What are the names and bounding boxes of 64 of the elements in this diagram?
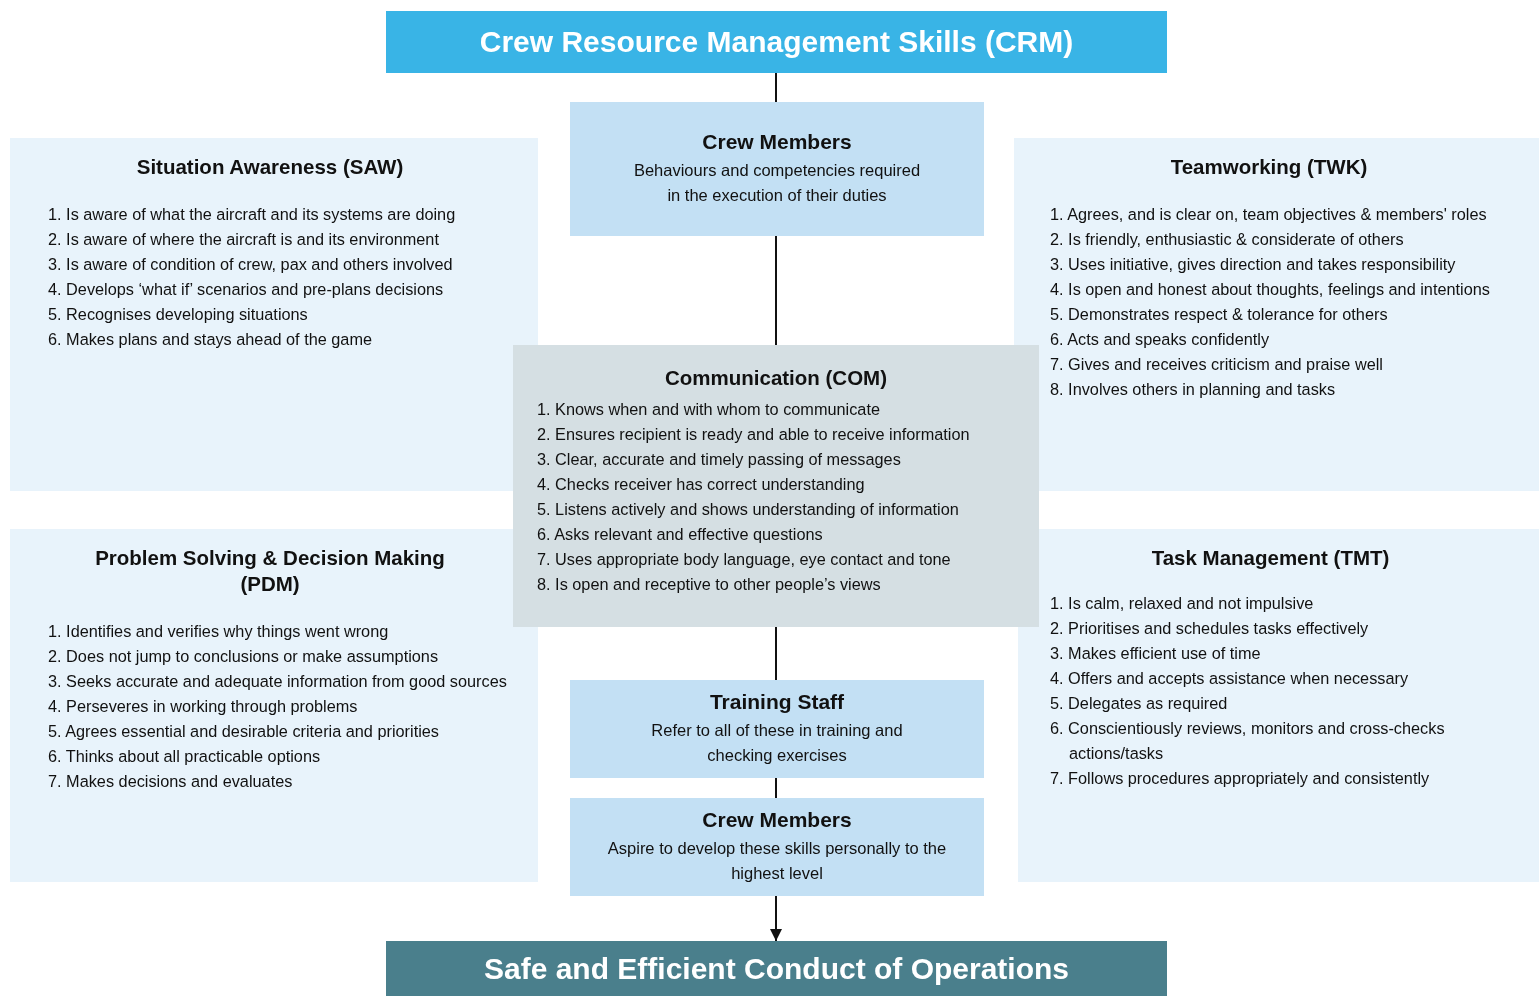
list-item: 4. Perseveres in working through problems — [48, 696, 359, 717]
skill-panel — [10, 138, 538, 491]
list-item: 3. Makes efficient use of time — [1050, 643, 1262, 664]
skill-panel — [1018, 529, 1539, 882]
list-item: 3. Is aware of condition of crew, pax and others involved — [48, 254, 454, 275]
skill-panel — [513, 345, 1039, 627]
box-heading: Training Staff — [709, 690, 845, 714]
connector-line — [775, 777, 777, 799]
box-description: Behaviours and competencies required in the execution of their duties — [632, 160, 922, 206]
banner-text: Crew Resource Management Skills (CRM) — [479, 25, 1074, 59]
arrow — [770, 895, 782, 942]
connector-line — [775, 235, 777, 346]
panel-heading: Situation Awareness (SAW) — [135, 154, 405, 180]
list-item: 3. Seeks accurate and adequate information from good sources — [48, 671, 508, 692]
list-item: 5. Listens actively and shows understanding of information — [537, 499, 960, 520]
list-item: 4. Is open and honest about thoughts, feelings and intentions — [1050, 279, 1491, 300]
list-item: 6. Thinks about all practicable options — [48, 746, 322, 767]
list-item: 5. Delegates as required — [1050, 693, 1229, 714]
skill-panel — [1014, 138, 1539, 491]
list-item: 6. Makes plans and stays ahead of the game — [48, 329, 374, 350]
list-item: 4. Checks receiver has correct understanding — [537, 474, 866, 495]
role-box — [570, 798, 984, 896]
panel-heading: Problem Solving & Decision Making (PDM) — [94, 545, 446, 597]
panel-heading: Teamworking (TWK) — [1169, 154, 1369, 180]
list-item: 7. Makes decisions and evaluates — [48, 771, 294, 792]
list-item: 3. Clear, accurate and timely passing of messages — [537, 449, 902, 470]
list-item: 6. Conscientiously reviews, monitors and cross-checks actions/tasks — [1050, 718, 1446, 764]
list-item: 2. Is aware of where the aircraft is and its environment — [48, 229, 440, 250]
list-item: 2. Prioritises and schedules tasks effectively — [1050, 618, 1370, 639]
banner-text: Safe and Efficient Conduct of Operations — [483, 951, 1069, 986]
list-item: 3. Uses initiative, gives direction and takes responsibility — [1050, 254, 1457, 275]
connector-line — [775, 72, 777, 103]
list-item: 5. Recognises developing situations — [48, 304, 309, 325]
list-item: 1. Knows when and with whom to communicate — [537, 399, 881, 420]
box-heading: Crew Members — [702, 130, 852, 154]
panel-heading: Communication (COM) — [663, 365, 889, 391]
panel-heading: Task Management (TMT) — [1150, 545, 1391, 571]
list-item: 1. Identifies and verifies why things went wrong — [48, 621, 390, 642]
list-item: 2. Does not jump to conclusions or make assumptions — [48, 646, 440, 667]
list-item: 8. Involves others in planning and tasks — [1050, 379, 1337, 400]
box-description: Aspire to develop these skills personally to the highest level — [606, 838, 948, 884]
list-item: 5. Agrees essential and desirable criteria and priorities — [48, 721, 440, 742]
list-item: 2. Ensures recipient is ready and able to receive information — [537, 424, 971, 445]
list-item: 2. Is friendly, enthusiastic & considerate of others — [1050, 229, 1405, 250]
list-item: 7. Uses appropriate body language, eye contact and tone — [537, 549, 952, 570]
list-item: 5. Demonstrates respect & tolerance for others — [1050, 304, 1389, 325]
title-banner — [386, 11, 1167, 73]
role-box — [570, 680, 984, 778]
outcome-banner — [386, 941, 1167, 996]
list-item: 4. Offers and accepts assistance when necessary — [1050, 668, 1410, 689]
list-item: 7. Follows procedures appropriately and consistently — [1050, 768, 1431, 789]
list-item: 7. Gives and receives criticism and praise well — [1050, 354, 1384, 375]
list-item: 6. Acts and speaks confidently — [1050, 329, 1271, 350]
list-item: 1. Agrees, and is clear on, team objectives & members' roles — [1050, 204, 1488, 225]
box-heading: Crew Members — [702, 808, 852, 832]
list-item: 1. Is aware of what the aircraft and its systems are doing — [48, 204, 457, 225]
list-item: 4. Develops ‘what if’ scenarios and pre-plans decisions — [48, 279, 445, 300]
list-item: 8. Is open and receptive to other people’s views — [537, 574, 882, 595]
list-item: 1. Is calm, relaxed and not impulsive — [1050, 593, 1315, 614]
box-description: Refer to all of these in training and checking exercises — [650, 720, 904, 766]
role-box — [570, 102, 984, 236]
list-item: 6. Asks relevant and effective questions — [537, 524, 824, 545]
skill-panel — [10, 529, 538, 882]
connector-line — [775, 626, 777, 681]
